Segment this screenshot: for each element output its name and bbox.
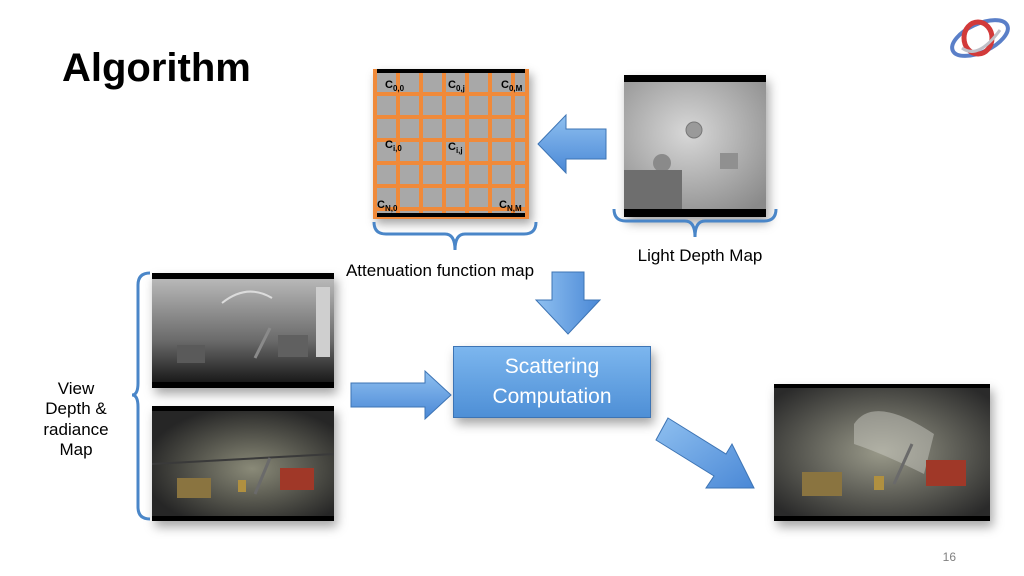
grid-bracket — [372, 221, 538, 251]
attenuation-map-label: Attenuation function map — [345, 261, 535, 280]
view-depth-image — [152, 273, 334, 388]
light-depth-map-image — [624, 75, 766, 217]
page-number: 16 — [942, 550, 956, 564]
slide-title: Algorithm — [62, 46, 251, 90]
radiance-image — [151, 406, 335, 521]
cell-label-cij: Ci,j — [448, 141, 463, 156]
light-map-bracket — [612, 208, 778, 238]
cell-label-c0j: C0,j — [448, 79, 465, 94]
cell-label-ci0: Ci,0 — [385, 139, 402, 154]
scattering-computation-box: Scattering Computation — [453, 346, 651, 418]
cell-label-c00: C0,0 — [385, 79, 405, 94]
view-map-label-line2: Depth & — [45, 399, 107, 419]
cell-label-cn0: CN,0 — [377, 199, 398, 214]
logo-icon — [950, 18, 1010, 58]
arrow-diagonal-icon — [655, 417, 755, 489]
light-depth-map-label: Light Depth Map — [637, 246, 763, 265]
cell-label-c0m: C0,M — [501, 79, 523, 94]
arrow-left-icon — [537, 113, 607, 175]
arrow-right-icon — [350, 369, 452, 421]
computation-label-line2: Computation — [492, 385, 612, 408]
computation-label-line1: Scattering — [504, 355, 600, 378]
view-map-bracket — [131, 271, 151, 521]
arrow-down-icon — [534, 271, 602, 335]
result-image — [774, 384, 990, 521]
view-map-label: View Depth & radiance Map — [28, 379, 124, 461]
view-map-label-line4: Map — [59, 440, 93, 460]
view-map-label-line1: View — [57, 379, 95, 398]
attenuation-grid: C0,0 C0,j C0,M Ci,0 Ci,j CN,0 CN,M — [373, 69, 529, 219]
cell-label-cnm: CN,M — [499, 199, 522, 214]
view-map-label-line3: radiance — [43, 419, 109, 439]
